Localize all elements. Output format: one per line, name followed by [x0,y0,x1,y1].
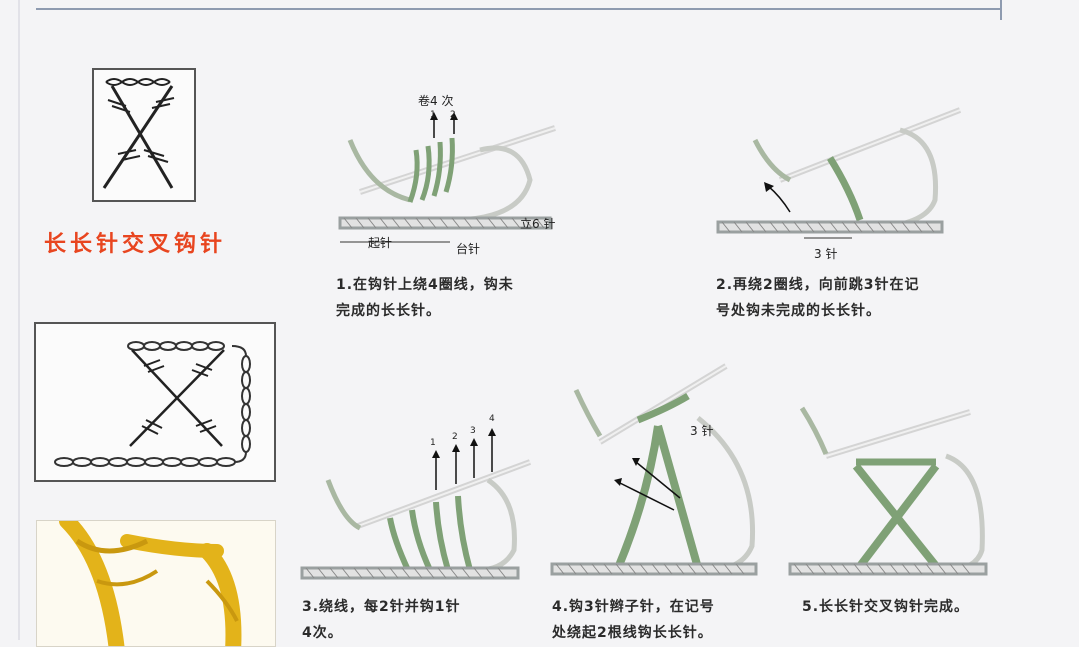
step3-caption: 3.绕线，每2针并钩1针 4次。 [302,594,461,646]
skip-3-label: 3 针 [814,247,838,261]
step3-arrow-3-label: 3 [470,426,476,436]
start-stitch-label: 起针 [368,236,393,250]
top-border-line [36,8,1002,10]
step3-caption-line2: 4次。 [302,625,343,641]
right-border-line [1000,0,1002,20]
pattern-title: 长长针交叉钩针 [44,232,227,257]
step1-caption-line2: 完成的长长针。 [336,303,441,319]
step4-illustration [550,363,758,576]
step2-caption-line2: 号处钩未完成的长长针。 [716,303,881,319]
stitch-symbol-box [92,68,196,202]
step4-caption-line1: 4.钩3针辫子针，在记号 [552,599,715,615]
step2-caption: 2.再绕2圈线，向前跳3针在记 号处钩未完成的长长针。 [716,272,920,324]
step3-arrow-1-label: 1 [430,438,436,448]
step3-caption-line1: 3.绕线，每2针并钩1针 [302,599,461,615]
wrap-times-label: 卷4 次 [418,94,454,108]
arrow-1-label: 1 [430,110,436,120]
step1-illustration [338,112,556,243]
step4-caption: 4.钩3针辫子针，在记号 处绕起2根线钩长长针。 [552,594,715,646]
chart-diagram-box [34,322,276,482]
step5-caption: 5.长长针交叉钩针完成。 [802,594,969,620]
step1-caption-line1: 1.在钩针上绕4圈线，钩未 [336,277,514,293]
step3-arrow-2-label: 2 [452,432,458,442]
yarn-photo-illustration [59,521,242,646]
step1-caption: 1.在钩针上绕4圈线，钩未 完成的长长针。 [336,272,514,324]
chain-3-label: 3 针 [690,424,714,438]
crossed-treble-symbol [102,78,175,189]
step5-illustration [788,406,988,576]
step5-caption-line1: 5.长长针交叉钩针完成。 [802,599,970,615]
left-edge-line [18,0,20,640]
step2-caption-line1: 2.再绕2圈线，向前跳3针在记 [716,277,920,293]
arrow-2-label: 2 [450,110,456,120]
step3-arrow-4-label: 4 [489,414,495,424]
step3-illustration [300,428,532,580]
crossed-treble-chart [54,341,251,467]
yarn-sample-photo [36,520,276,647]
stand-6-label: 立6 针 [520,217,556,231]
step2-illustration [716,107,962,239]
step4-caption-line2: 处绕起2根线钩长长针。 [552,625,713,641]
base-stitch-label: 台针 [456,242,481,256]
